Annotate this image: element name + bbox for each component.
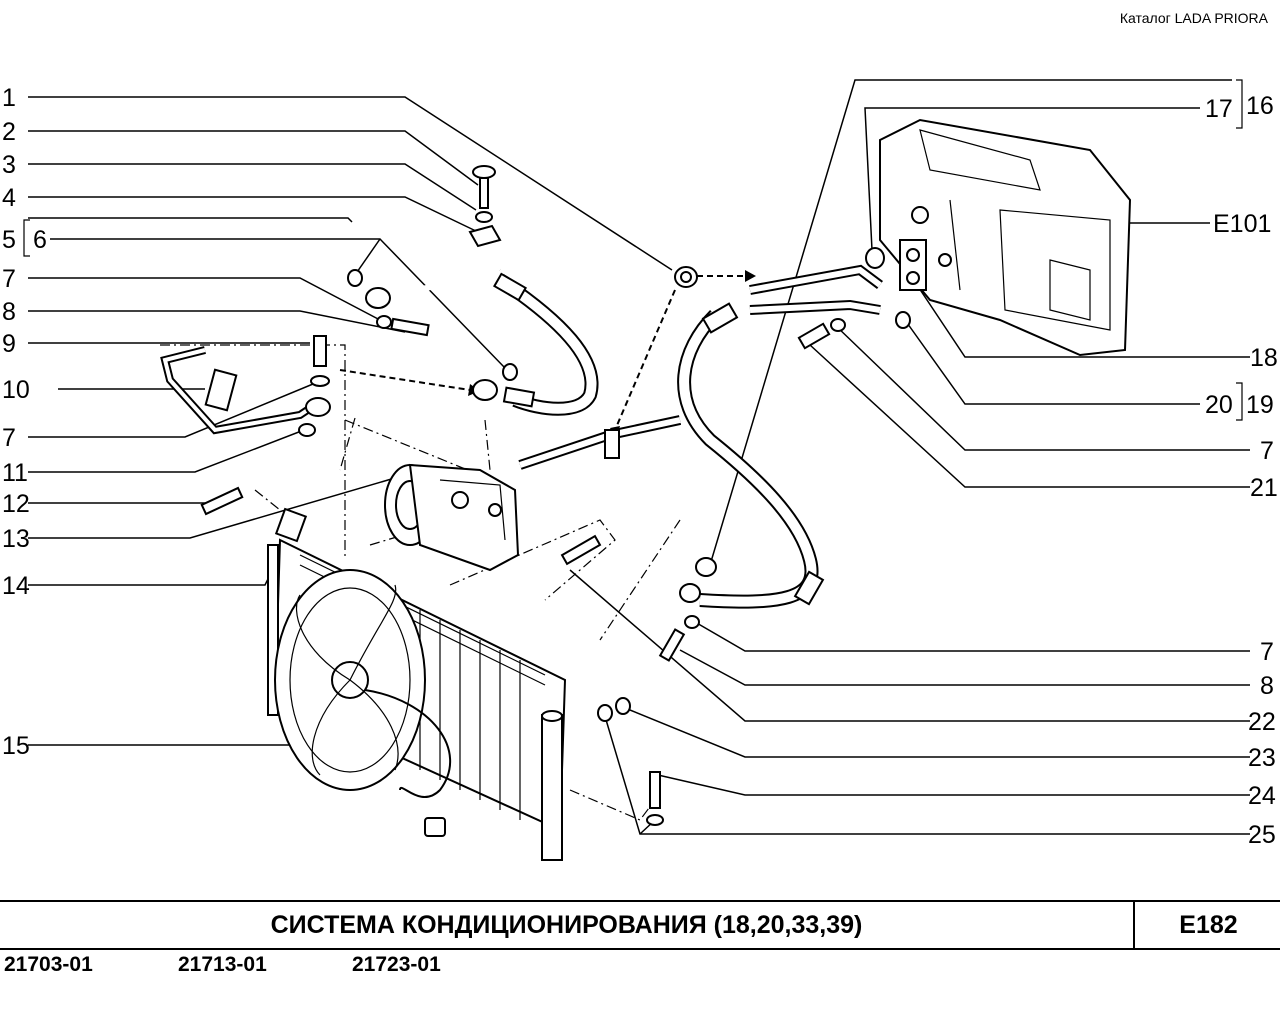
callout-7-right-upper: 7 xyxy=(1260,437,1274,465)
sheet-code: E182 xyxy=(1133,902,1280,948)
compressor xyxy=(384,463,520,572)
callout-10: 10 xyxy=(2,376,30,404)
callout-18: 18 xyxy=(1250,344,1278,372)
catalog-header: Каталог LADA PRIORA xyxy=(1119,10,1268,26)
assembly-lines xyxy=(160,270,756,821)
callout-numbers-right: 16 17 E101 18 19 20 7 21 7 8 22 23 24 25 xyxy=(1205,92,1278,849)
callout-e101: E101 xyxy=(1213,210,1271,238)
callout-7: 7 xyxy=(2,265,16,293)
condenser-fan-assembly xyxy=(267,507,567,861)
callout-14: 14 xyxy=(2,572,30,600)
callout-20: 20 xyxy=(1205,391,1233,419)
model-code-2: 21713-01 xyxy=(178,953,267,976)
evaporator-unit xyxy=(879,118,1132,357)
callout-21: 21 xyxy=(1250,474,1278,502)
fasteners-upper xyxy=(310,165,502,387)
callout-11: 11 xyxy=(2,459,28,487)
callout-16: 16 xyxy=(1246,92,1274,120)
callout-8-right: 8 xyxy=(1260,672,1274,700)
hose-assembly-right xyxy=(518,247,911,826)
callout-15: 15 xyxy=(2,732,30,760)
air-conditioning-exploded-diagram: 1 2 3 4 5 6 7 8 9 10 7 11 12 13 14 15 16… xyxy=(2,79,1278,861)
callout-13: 13 xyxy=(2,525,30,553)
title-block: СИСТЕМА КОНДИЦИОНИРОВАНИЯ (18,20,33,39) … xyxy=(0,900,1280,950)
callout-17: 17 xyxy=(1205,95,1233,123)
pressure-switch-pipe xyxy=(160,346,331,516)
callout-6: 6 xyxy=(33,226,47,254)
right-leader-lines xyxy=(569,79,1250,835)
callout-5: 5 xyxy=(2,226,16,254)
callout-12: 12 xyxy=(2,490,30,518)
callout-19: 19 xyxy=(1246,391,1274,419)
callout-25: 25 xyxy=(1248,821,1276,849)
callout-23: 23 xyxy=(1248,744,1276,772)
callout-3: 3 xyxy=(2,151,16,179)
callout-4: 4 xyxy=(2,184,16,212)
callout-24: 24 xyxy=(1248,782,1276,810)
callout-1: 1 xyxy=(2,84,16,112)
hose-assembly-upper xyxy=(347,258,599,416)
callout-9: 9 xyxy=(2,330,16,358)
callout-22: 22 xyxy=(1248,708,1276,736)
callout-numbers-left: 1 2 3 4 5 6 7 8 9 10 7 11 12 13 14 15 xyxy=(2,84,47,760)
callout-8: 8 xyxy=(2,298,16,326)
model-code-1: 21703-01 xyxy=(4,953,93,976)
callout-2: 2 xyxy=(2,118,16,146)
page-title: СИСТЕМА КОНДИЦИОНИРОВАНИЯ (18,20,33,39) xyxy=(270,911,863,939)
callout-7-right-lower: 7 xyxy=(1260,638,1274,666)
model-code-3: 21723-01 xyxy=(352,953,441,976)
callout-7-lower: 7 xyxy=(2,424,16,452)
